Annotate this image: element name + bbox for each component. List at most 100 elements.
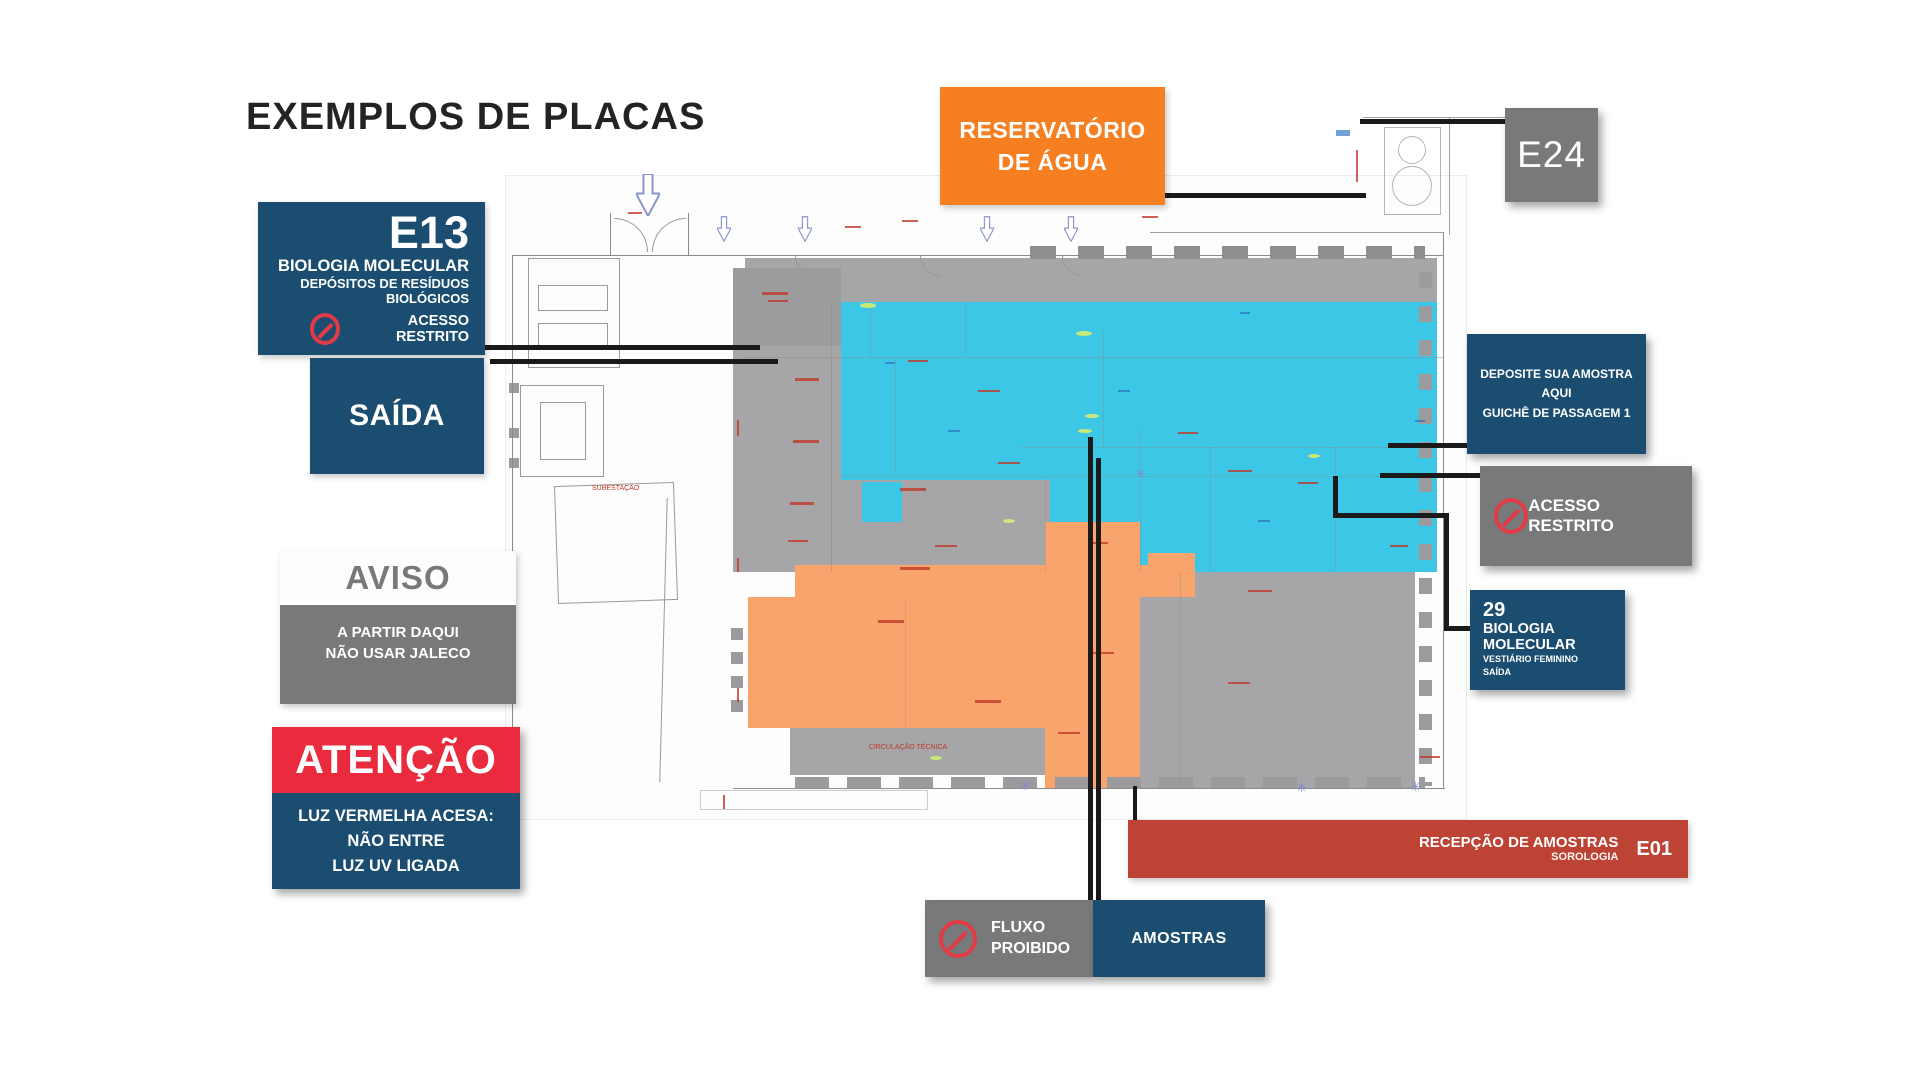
sign-atencao-body3: LUZ UV LIGADA [332, 856, 460, 875]
sign-29-line3: SAÍDA [1483, 666, 1512, 677]
pointer-line [1388, 443, 1467, 448]
plan-annotation-mark [1258, 520, 1270, 522]
plan-room-outline [520, 385, 604, 477]
sign-acesso-restrito: ACESSO RESTRITO [1480, 466, 1692, 566]
sign-deposite-line2: GUICHÊ DE PASSAGEM 1 [1482, 405, 1631, 420]
plan-annotation-mark [1415, 420, 1425, 422]
plan-wall-line [1045, 476, 1046, 572]
plan-annotation-mark [908, 360, 928, 362]
plan-tank-circle [1398, 136, 1426, 164]
sign-fluxo-proibido: FLUXO PROIBIDO [925, 900, 1093, 977]
pointer-line [1165, 193, 1366, 198]
sign-e24-code: E24 [1517, 134, 1586, 175]
plan-door-arc [652, 218, 686, 252]
plan-wall-line [870, 302, 871, 357]
plan-annotation-mark [788, 540, 808, 542]
plan-annotation-mark [978, 390, 1000, 392]
plan-annotation-mark [902, 220, 918, 222]
sign-e13-line2: DEPÓSITOS DE RESÍDUOS [300, 276, 469, 291]
plan-annotation-mark [935, 545, 957, 547]
plan-water-tank [1384, 127, 1441, 215]
plan-wall-line [905, 597, 906, 728]
plan-label-subestacao: SUBESTAÇÃO [592, 485, 640, 492]
plan-wall-line [610, 213, 611, 255]
plan-wall-line [1363, 117, 1523, 118]
plan-wall-line [895, 357, 896, 476]
plan-bottom-strip [795, 777, 1425, 789]
pointer-line [490, 359, 778, 364]
plan-annotation-mark [723, 795, 725, 809]
plan-substation-yard [553, 481, 679, 605]
page-title: EXEMPLOS DE PLACAS [246, 96, 706, 138]
plan-annotation-mark [795, 378, 819, 381]
no-entry-icon [310, 313, 341, 345]
plan-highlight-mark [930, 756, 942, 760]
sign-atencao-body1: LUZ VERMELHA ACESA: [298, 807, 494, 825]
pointer-line [1380, 473, 1480, 478]
plan-annotation-mark [878, 620, 904, 623]
sign-deposite-amostra: DEPOSITE SUA AMOSTRA AQUI GUICHÊ DE PASS… [1467, 334, 1646, 454]
sign-recepcao-de-amostras: RECEPÇÃO DE AMOSTRAS SOROLOGIA E01 [1128, 820, 1688, 878]
sign-saida-label: SAÍDA [349, 399, 445, 432]
plan-annotation-mark [998, 462, 1020, 464]
plan-zone-orange-patch [1148, 553, 1195, 597]
pointer-line [1096, 458, 1101, 902]
pointer-line [1133, 786, 1137, 820]
pointer-line [1444, 515, 1449, 628]
plan-canopy-outline [700, 790, 928, 810]
plan-wall-line [512, 255, 1443, 256]
plan-highlight-mark [860, 303, 876, 308]
plan-annotation-mark [737, 420, 739, 436]
plan-annotation-mark [948, 430, 960, 432]
sign-e13-line1: BIOLOGIA MOLECULAR [278, 257, 469, 275]
sign-reservatorio-line2: DE ÁGUA [997, 149, 1108, 175]
plan-annotation-mark [1390, 545, 1408, 547]
plan-annotation-mark [1118, 390, 1130, 392]
down-arrow-icon [979, 216, 995, 243]
plan-highlight-mark [1076, 331, 1092, 336]
sign-e13-biologia-molecular: E13 BIOLOGIA MOLECULAR DEPÓSITOS DE RESÍ… [258, 202, 485, 355]
plan-annotation-mark [1142, 216, 1158, 218]
sign-aviso-body2: NÃO USAR JALECO [325, 645, 471, 662]
plan-wall-line [1020, 447, 1443, 448]
plan-wall-line [1210, 447, 1211, 572]
sign-reservatorio-de-agua: RESERVATÓRIO DE ÁGUA [940, 87, 1165, 205]
plan-annotation-mark [885, 362, 895, 364]
plan-room-outline [528, 258, 620, 368]
plan-zone-left-rooms [733, 346, 841, 480]
plan-highlight-mark [1078, 429, 1092, 433]
plan-annotation-mark [975, 700, 1001, 703]
sign-aviso: AVISO A PARTIR DAQUI NÃO USAR JALECO [280, 551, 516, 704]
pointer-line [1088, 437, 1093, 902]
plan-annotation-mark [1356, 150, 1358, 182]
plan-wall-line [1449, 117, 1450, 235]
sign-saida: SAÍDA [310, 358, 484, 474]
down-arrow-icon [634, 173, 662, 219]
plan-annotation-mark [790, 502, 814, 505]
plan-wall-line [1180, 572, 1181, 788]
plan-annotation-mark [1420, 756, 1440, 758]
pointer-line [1360, 119, 1508, 124]
plan-zone-cyan-patch [862, 482, 902, 522]
pointer-line [1444, 626, 1472, 631]
sign-recepcao-code: E01 [1636, 837, 1672, 860]
plan-annotation-mark [1298, 482, 1318, 484]
plan-zone-residuos [733, 268, 841, 346]
sign-aviso-body1: A PARTIR DAQUI [337, 624, 459, 641]
plan-left-columns [731, 628, 743, 712]
pointer-line [1333, 476, 1338, 517]
plan-wall-pier [509, 428, 519, 438]
sign-atencao-body2: NÃO ENTRE [347, 831, 445, 850]
plan-annotation-mark [1090, 652, 1114, 654]
plan-equipment-outline [538, 285, 608, 311]
plan-wall-line [745, 357, 1443, 358]
plan-fan-symbol: ✳ [1135, 466, 1146, 481]
plan-highlight-mark [1085, 414, 1099, 418]
sign-e13-line3: BIOLÓGICOS [385, 291, 469, 306]
sign-aviso-header: AVISO [280, 551, 516, 605]
plan-highlight-mark [1003, 519, 1015, 523]
plan-wall-line [841, 476, 1443, 477]
plan-wall-line [965, 302, 966, 357]
plan-annotation-mark [1228, 682, 1250, 684]
sign-29-biologia-molecular: 29 BIOLOGIA MOLECULAR VESTIÁRIO FEMININO… [1470, 590, 1625, 690]
